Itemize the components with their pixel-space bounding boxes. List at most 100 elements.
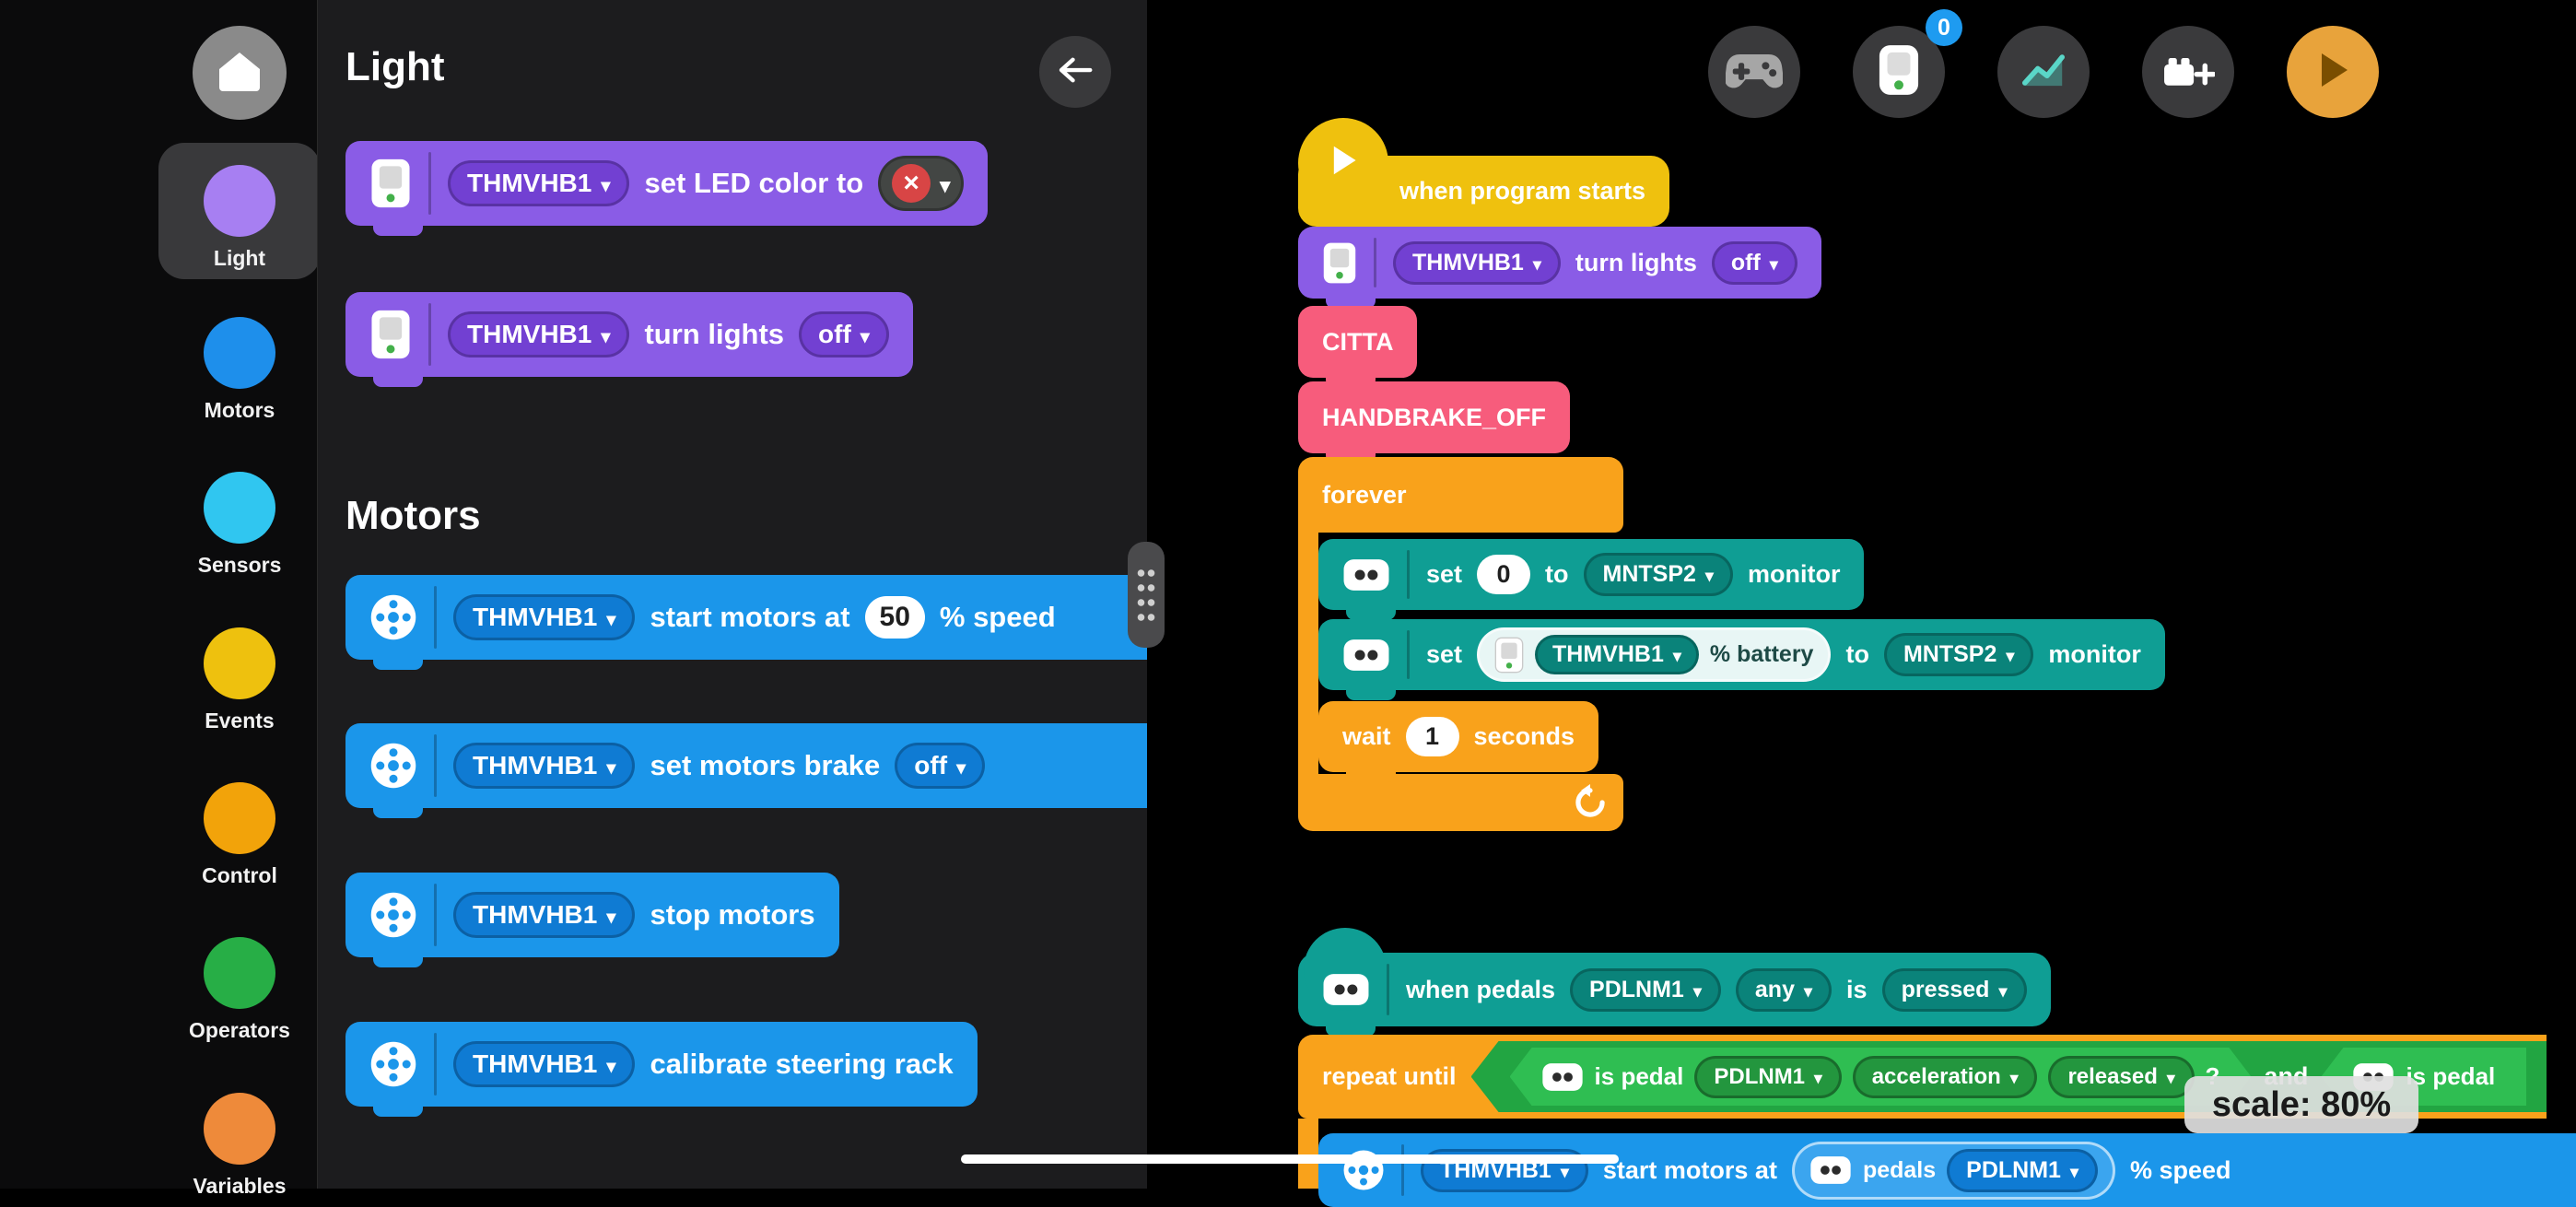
block-label: set: [1426, 640, 1463, 668]
led-color-dropdown[interactable]: [878, 156, 965, 211]
divider: [428, 152, 431, 215]
device-dropdown[interactable]: THMVHB1: [448, 160, 630, 206]
block-label: to: [1545, 560, 1569, 588]
monitor-icon: [1342, 638, 1390, 673]
device-dropdown[interactable]: THMVHB1: [1535, 635, 1699, 674]
battery-reporter[interactable]: THMVHB1 % battery: [1477, 627, 1832, 682]
lights-state-dropdown[interactable]: off: [1711, 240, 1797, 285]
canvas-block-my-block-handbrake-off[interactable]: HANDBRAKE_OFF: [1298, 381, 1570, 463]
canvas-block-set-monitor-2[interactable]: set THMVHB1 % battery to MNTSP2 monitor: [1318, 619, 2165, 700]
block-label: set: [1426, 560, 1463, 588]
palette-block-calibrate-steering[interactable]: THMVHB1 calibrate steering rack: [345, 1022, 978, 1117]
block-label: is pedal: [2406, 1062, 2496, 1090]
back-arrow-icon: [1057, 55, 1094, 89]
device-dropdown[interactable]: THMVHB1: [453, 743, 636, 789]
control-category-icon: [204, 782, 275, 854]
sidebar-item-motors[interactable]: Motors: [158, 295, 321, 431]
pedal-state-dropdown[interactable]: pressed: [1881, 967, 2027, 1012]
home-button[interactable]: [193, 26, 287, 120]
palette-block-stop-motors[interactable]: THMVHB1 stop motors: [345, 873, 839, 967]
horizontal-scrollbar[interactable]: [961, 1154, 1619, 1164]
motors-category-icon: [204, 317, 275, 389]
pedals-device-dropdown[interactable]: PDLNM1: [1694, 1056, 1841, 1098]
sidebar-item-control[interactable]: Control: [158, 760, 321, 896]
pedal-select-dropdown[interactable]: any: [1735, 967, 1832, 1012]
extensions-button[interactable]: [2142, 26, 2234, 118]
palette-block-start-motors[interactable]: THMVHB1 start motors at 50 % speed: [345, 575, 1147, 670]
canvas-block-when-program-starts[interactable]: when program starts: [1298, 118, 1670, 237]
sidebar-item-label: Sensors: [197, 553, 282, 577]
sidebar-item-light[interactable]: Light: [158, 143, 321, 279]
block-label: set LED color to: [644, 167, 864, 199]
channel-dropdown[interactable]: MNTSP2: [1583, 553, 1733, 596]
canvas-block-forever[interactable]: forever: [1298, 457, 1623, 533]
palette-section-title: Light: [345, 44, 445, 89]
hub-status-button[interactable]: [1853, 26, 1945, 118]
device-dropdown[interactable]: THMVHB1: [453, 594, 636, 640]
monitor-chart-button[interactable]: [1997, 26, 2090, 118]
value-input[interactable]: 0: [1477, 555, 1531, 594]
sidebar-item-events[interactable]: Events: [158, 605, 321, 742]
sidebar-item-sensors[interactable]: Sensors: [158, 450, 321, 586]
controller-button[interactable]: [1708, 26, 1800, 118]
channel-dropdown[interactable]: MNTSP2: [1883, 633, 2034, 676]
run-program-button[interactable]: [2287, 26, 2379, 118]
block-label: when pedals: [1406, 975, 1556, 1003]
pedal-state-dropdown[interactable]: released: [2048, 1056, 2194, 1098]
pedal-icon: [1322, 972, 1370, 1007]
canvas-block-my-block-citta[interactable]: CITTA: [1298, 306, 1418, 388]
sidebar-item-label: Light: [213, 246, 266, 270]
brake-state-dropdown[interactable]: off: [895, 743, 986, 789]
canvas-block-set-monitor-1[interactable]: set 0 to MNTSP2 monitor: [1318, 539, 1865, 620]
sidebar-item-label: Motors: [204, 398, 275, 422]
canvas-block-when-pedals[interactable]: when pedals PDLNM1 any is pressed: [1298, 928, 2051, 1037]
sidebar-item-operators[interactable]: Operators: [158, 915, 321, 1051]
chevron-down-icon: [1673, 641, 1681, 668]
chevron-down-icon: [1804, 977, 1812, 1003]
gamepad-icon: [1725, 50, 1784, 95]
device-dropdown[interactable]: THMVHB1: [1393, 240, 1561, 285]
divider: [1407, 550, 1410, 599]
block-label: CITTA: [1322, 327, 1394, 356]
device-dropdown[interactable]: THMVHB1: [453, 892, 636, 938]
device-label: THMVHB1: [467, 320, 592, 348]
sidebar-item-variables[interactable]: Variables: [158, 1071, 321, 1207]
pedals-device-dropdown[interactable]: PDLNM1: [1947, 1148, 2098, 1192]
divider: [434, 734, 437, 797]
chevron-down-icon: [606, 751, 615, 780]
wait-value-input[interactable]: 1: [1405, 717, 1459, 756]
divider: [1374, 238, 1376, 287]
device-dropdown[interactable]: THMVHB1: [448, 311, 630, 357]
canvas-block-start-motors[interactable]: THMVHB1 start motors at pedals PDLNM1 % …: [1318, 1133, 2576, 1207]
hub-icon: [369, 158, 412, 209]
palette-block-turn-lights[interactable]: THMVHB1 turn lights off: [345, 292, 913, 387]
palette-block-set-led-color[interactable]: THMVHB1 set LED color to: [345, 141, 989, 236]
home-icon: [216, 49, 263, 98]
canvas-block-wait[interactable]: wait 1 seconds: [1318, 701, 1599, 782]
palette-resize-handle[interactable]: [1128, 542, 1165, 648]
speed-value-input[interactable]: 50: [864, 596, 925, 639]
block-label: wait: [1342, 722, 1391, 750]
pedals-device-dropdown[interactable]: PDLNM1: [1570, 967, 1721, 1012]
chevron-down-icon: [1533, 250, 1541, 276]
play-icon: [2314, 50, 2351, 95]
condition-is-pedal-released[interactable]: is pedal PDLNM1 acceleration released ?: [1510, 1048, 2252, 1106]
x-icon: [892, 164, 931, 203]
device-label: THMVHB1: [473, 900, 598, 929]
canvas-block-turn-lights[interactable]: THMVHB1 turn lights off: [1298, 227, 1821, 309]
motor-icon: [369, 742, 417, 790]
lights-state-dropdown[interactable]: off: [799, 311, 889, 357]
block-label: forever: [1322, 480, 1407, 509]
device-dropdown[interactable]: THMVHB1: [453, 1041, 636, 1087]
pedal-select-dropdown[interactable]: acceleration: [1853, 1056, 2038, 1098]
pedals-reporter[interactable]: pedals PDLNM1: [1791, 1141, 2115, 1200]
chevron-down-icon: [606, 1049, 615, 1079]
operators-category-icon: [204, 937, 275, 1009]
chevron-down-icon: [2006, 641, 2014, 668]
hub-icon: [1878, 43, 1920, 101]
block-label: calibrate steering rack: [650, 1048, 954, 1080]
state-label: released: [2067, 1063, 2158, 1089]
back-button[interactable]: [1039, 36, 1111, 108]
hub-icon: [369, 309, 412, 360]
palette-block-set-motors-brake[interactable]: THMVHB1 set motors brake off: [345, 723, 1147, 818]
